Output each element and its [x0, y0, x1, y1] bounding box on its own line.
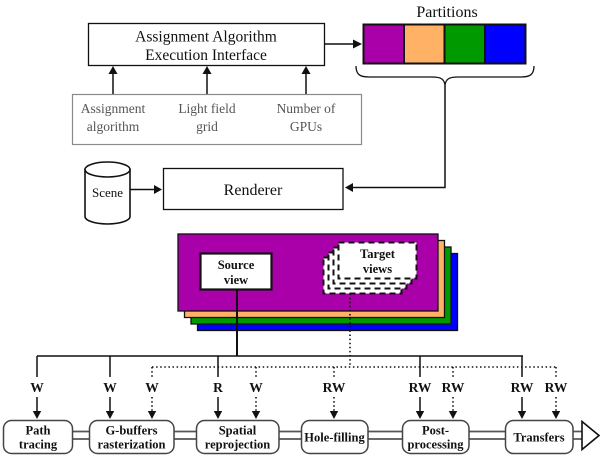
solid-access-arrows	[32, 356, 527, 419]
dotted-access-arrows	[147, 367, 561, 419]
stage-gbuffers-line1: G-buffers	[105, 424, 157, 438]
stage-spatial-reprojection-box	[195, 419, 280, 455]
stage-transfers-box	[504, 419, 574, 455]
access-label-spatial-r: R	[213, 380, 223, 395]
partitions-to-renderer-arrow	[345, 85, 446, 192]
source-view-line2: view	[224, 273, 248, 287]
access-label-transfers-rw-solid: RW	[511, 380, 534, 395]
stage-post-processing-line1: Post-	[422, 424, 449, 438]
scene-database: Scene	[84, 161, 131, 225]
pipeline-output-arrow	[581, 419, 600, 452]
stage-gbuffers-line2: rasterization	[97, 438, 165, 452]
param-assignment-algorithm-line2: algorithm	[87, 119, 140, 134]
partition-strip	[362, 23, 527, 65]
partition-swatch-4	[484, 23, 527, 65]
stage-path-tracing-line1: Path	[26, 424, 51, 438]
params-to-interface-arrows	[108, 66, 311, 94]
access-label-gbuffers-w-dotted: W	[145, 380, 159, 395]
partitions-title: Partitions	[416, 4, 477, 21]
param-number-of-gpus-line2: GPUs	[290, 119, 322, 134]
interface-title-line2: Execution Interface	[145, 47, 267, 64]
access-label-path-tracing-w: W	[30, 380, 44, 395]
access-label-holefilling-rw: RW	[323, 380, 346, 395]
stage-transfers-label: Transfers	[513, 431, 564, 445]
partition-swatch-1	[362, 23, 405, 65]
access-label-transfers-rw-dotted: RW	[545, 380, 568, 395]
source-view-line1: Source	[218, 258, 255, 272]
target-views-line2: views	[363, 262, 392, 276]
interface-to-partitions-arrow	[325, 39, 362, 49]
stage-spatial-reprojection-line2: reprojection	[205, 438, 271, 452]
assignment-interface-box: Assignment Algorithm Execution Interface	[87, 22, 326, 67]
stage-hole-filling-box	[300, 419, 369, 455]
scene-label: Scene	[92, 185, 123, 200]
access-label-postprocessing-rw-solid: RW	[409, 380, 432, 395]
partitions-brace	[355, 65, 535, 86]
param-light-field-grid-line2: grid	[196, 119, 218, 134]
renderer-label: Renderer	[224, 182, 283, 199]
stage-hole-filling-label: Hole-filling	[304, 431, 365, 445]
stage-gbuffers-box	[88, 419, 175, 455]
stage-path-tracing-box	[2, 419, 74, 455]
stage-path-tracing-line2: tracing	[19, 438, 58, 452]
pipeline-connectors	[72, 430, 583, 440]
source-view-box: Source view	[199, 252, 273, 291]
access-label-postprocessing-rw-dotted: RW	[442, 380, 465, 395]
access-label-spatial-w: W	[249, 380, 263, 395]
partition-swatch-2	[403, 23, 446, 65]
access-label-gbuffers-w-solid: W	[103, 380, 117, 395]
param-light-field-grid-line1: Light field	[178, 101, 236, 116]
interface-title-line1: Assignment Algorithm	[135, 29, 277, 46]
parameters-box: Assignment algorithm Light field grid Nu…	[71, 93, 363, 146]
partition-swatch-3	[443, 23, 486, 65]
renderer-box: Renderer	[162, 167, 344, 211]
param-assignment-algorithm-line1: Assignment	[81, 101, 146, 116]
stage-spatial-reprojection-line1: Spatial	[219, 424, 257, 438]
stage-post-processing-line2: processing	[407, 438, 464, 452]
scene-to-renderer-arrow	[130, 185, 162, 194]
target-views-stack: Target views	[322, 241, 418, 295]
stage-post-processing-box	[401, 419, 470, 455]
target-views-line1: Target	[360, 247, 396, 261]
pipeline-stages: Path tracing G-buffers rasterization Spa…	[2, 419, 574, 455]
param-number-of-gpus-line1: Number of	[277, 101, 336, 116]
access-labels: W W W R W RW RW RW RW RW	[30, 380, 568, 395]
